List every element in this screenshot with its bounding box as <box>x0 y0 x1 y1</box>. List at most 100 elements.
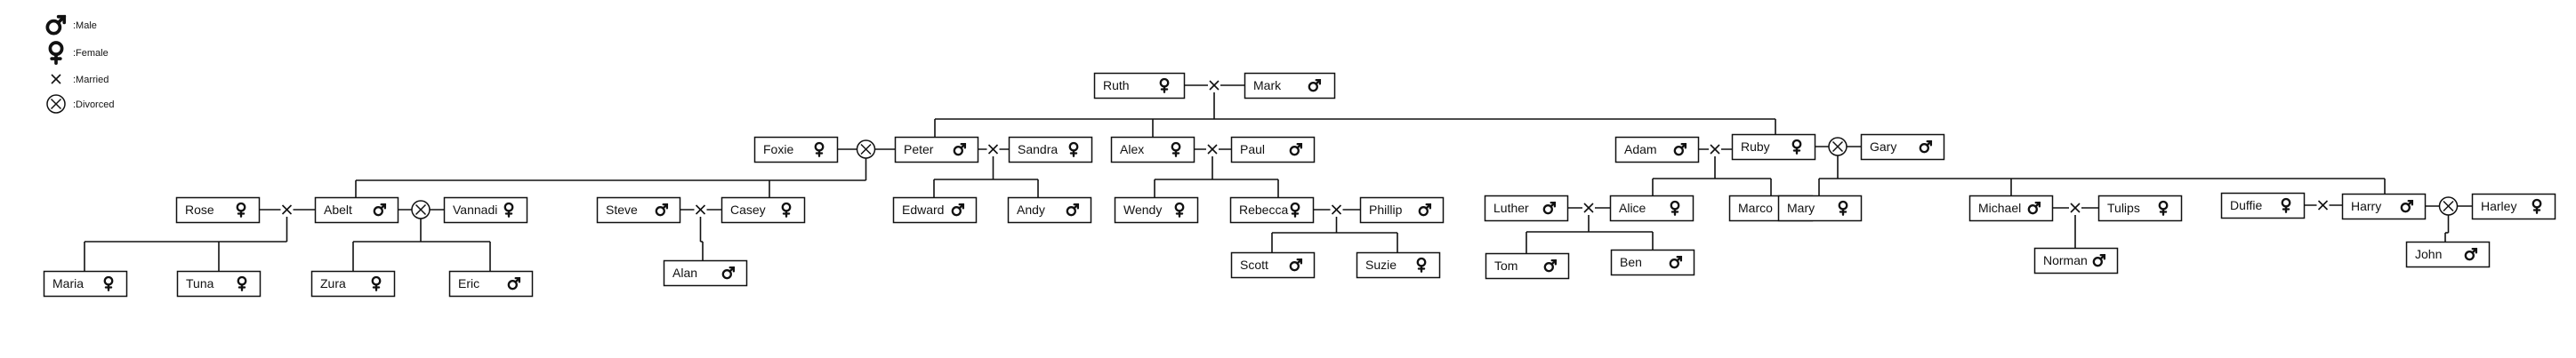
descent-abelt-vannadi <box>352 219 491 271</box>
male-icon <box>953 142 967 156</box>
person-name: Casey <box>730 203 766 217</box>
person-node-foxie: Foxie <box>753 136 839 163</box>
person-name: Sandra <box>1018 142 1058 156</box>
person-name: Alex <box>1120 142 1144 156</box>
person-box <box>1093 72 1186 99</box>
person-name: Duffie <box>2230 198 2263 212</box>
male-icon <box>507 276 521 290</box>
person-node-abelt: Abelt <box>314 196 399 224</box>
person-box <box>2097 195 2183 222</box>
person-box <box>1110 136 1195 163</box>
female-icon <box>1416 257 1427 273</box>
union-links <box>259 78 2472 219</box>
person-node-steve: Steve <box>596 196 681 224</box>
union-steve-casey <box>680 203 721 217</box>
person-node-scott: Scott <box>1230 251 1316 279</box>
person-box <box>1359 196 1445 224</box>
married-marker <box>1331 204 1342 215</box>
union-rebecca-phillip <box>1313 203 1360 217</box>
person-node-ben: Ben <box>1610 249 1695 276</box>
male-icon <box>1418 203 1432 217</box>
descent-peter-sandra <box>933 155 1039 197</box>
person-node-alex: Alex <box>1110 136 1195 163</box>
person-box <box>1485 252 1570 280</box>
person-box <box>1731 133 1816 161</box>
person-node-alan: Alan <box>663 259 748 287</box>
person-name: Scott <box>1240 258 1268 272</box>
person-name: Suzie <box>1365 258 1397 272</box>
person-name: Ben <box>1620 255 1642 269</box>
person-box <box>894 136 979 163</box>
person-box <box>1230 136 1316 163</box>
person-name: Foxie <box>763 142 793 156</box>
male-icon <box>1066 203 1080 217</box>
male-icon <box>1673 142 1687 156</box>
female-icon <box>371 275 382 291</box>
descent-rebecca-phillip <box>1271 216 1398 252</box>
person-name: Harry <box>2351 199 2381 213</box>
person-node-tulips: Tulips <box>2097 195 2183 222</box>
person-box <box>1860 133 1945 161</box>
person-node-michael: Michael <box>1968 195 2054 222</box>
person-name: Paul <box>1240 142 1265 156</box>
person-node-zura: Zura <box>310 270 396 298</box>
descent-luther-alice <box>1525 214 1654 253</box>
person-node-adam: Adam <box>1614 136 1700 163</box>
male-icon <box>1543 259 1558 273</box>
female-icon <box>237 275 247 291</box>
person-name: Steve <box>606 203 638 217</box>
person-name: Tom <box>1494 259 1517 273</box>
person-node-harry: Harry <box>2341 193 2427 220</box>
person-node-rebecca: Rebecca <box>1229 196 1315 224</box>
person-box <box>1614 136 1700 163</box>
descent-harry-harley <box>2444 215 2450 242</box>
person-node-tom: Tom <box>1485 252 1570 280</box>
person-name: Tulips <box>2107 201 2140 215</box>
male-icon <box>373 203 387 217</box>
female-icon <box>236 202 246 218</box>
legend-label: :Male <box>73 20 97 31</box>
divorced-marker <box>411 200 431 219</box>
person-node-duffie: Duffie <box>2220 192 2306 219</box>
person-box <box>663 259 748 287</box>
person-box <box>1229 196 1315 224</box>
person-box <box>1114 196 1199 224</box>
person-box <box>2033 247 2119 274</box>
person-node-peter: Peter <box>894 136 979 163</box>
person-node-john: John <box>2405 241 2491 268</box>
person-node-ruth: Ruth <box>1093 72 1186 99</box>
union-michael-tulips <box>2052 201 2098 215</box>
person-box <box>2471 193 2556 220</box>
divorced-marker <box>1828 137 1847 156</box>
person-box <box>1007 196 1092 224</box>
person-name: Abelt <box>324 203 352 217</box>
legend-item-married: :Married <box>51 74 109 85</box>
person-name: Norman <box>2043 253 2088 267</box>
female-icon <box>2158 200 2169 216</box>
person-box <box>1777 195 1863 222</box>
married-marker <box>695 204 706 215</box>
female-icon <box>1791 139 1802 155</box>
person-name: Zura <box>320 276 346 290</box>
person-box <box>175 196 261 224</box>
female-icon <box>2532 198 2542 214</box>
relationship-lines <box>84 91 2450 271</box>
person-node-luther: Luther <box>1484 195 1569 222</box>
descent-ruth-mark <box>934 91 1776 137</box>
person-name: Adam <box>1624 142 1657 156</box>
male-icon <box>721 266 736 280</box>
person-box <box>1244 72 1336 99</box>
married-marker <box>987 144 999 155</box>
person-box <box>443 196 528 224</box>
union-alex-paul <box>1194 142 1231 156</box>
person-name: Mary <box>1787 201 1815 215</box>
male-icon <box>1289 142 1303 156</box>
union-rose-abelt <box>259 203 315 217</box>
person-node-sandra: Sandra <box>1008 136 1093 163</box>
male-icon <box>45 14 67 36</box>
male-icon <box>2464 247 2478 261</box>
married-marker <box>2317 200 2329 211</box>
person-name: Gary <box>1870 139 1896 154</box>
